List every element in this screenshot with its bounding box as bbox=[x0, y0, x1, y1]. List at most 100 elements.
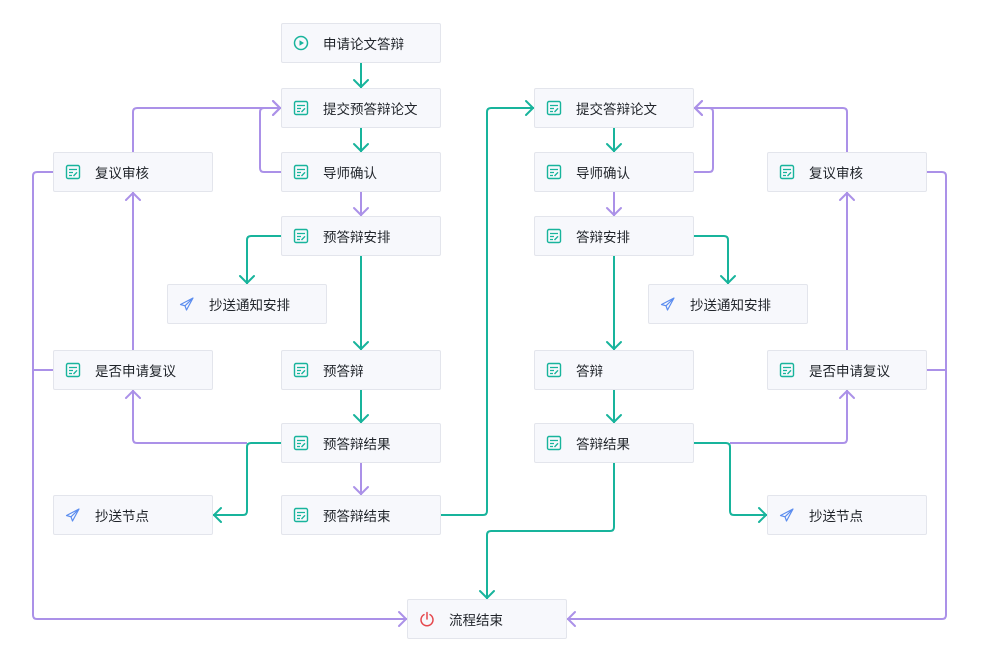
edge-review-apply-r-to-review-r-arrowhead bbox=[839, 192, 855, 201]
form-icon bbox=[293, 435, 309, 451]
node-review-apply-l[interactable]: 是否申请复议 bbox=[53, 350, 213, 390]
edge-arrange-to-cc-arrange[interactable] bbox=[694, 235, 729, 284]
form-icon bbox=[546, 228, 562, 244]
edge-submit-to-advisor-arrowhead bbox=[606, 143, 622, 152]
form-icon bbox=[293, 362, 309, 378]
edge-arrange-to-defense-arrowhead bbox=[606, 341, 622, 350]
node-submit[interactable]: 提交答辩论文 bbox=[534, 88, 694, 128]
edge-arrange-pre-to-pre-defense-arrowhead bbox=[353, 341, 369, 350]
edge-advisor-pre-to-arrange-pre-arrowhead bbox=[353, 207, 369, 216]
send-icon bbox=[65, 507, 81, 523]
power-icon bbox=[419, 611, 435, 627]
edge-advisor-pre-to-submit-pre[interactable] bbox=[259, 107, 281, 173]
edge-review-r-to-submit-arrowhead bbox=[694, 100, 703, 116]
edge-result-to-end[interactable] bbox=[486, 463, 615, 599]
play-circle-icon bbox=[293, 35, 309, 51]
send-icon bbox=[179, 296, 195, 312]
edge-review-apply-l-to-review-l-arrowhead bbox=[125, 192, 141, 201]
node-end[interactable]: 流程结束 bbox=[407, 599, 567, 639]
edge-arrange-pre-to-cc-arrange-pre[interactable] bbox=[246, 235, 281, 284]
form-icon bbox=[546, 164, 562, 180]
node-label: 抄送节点 bbox=[809, 509, 863, 525]
node-result[interactable]: 答辩结果 bbox=[534, 423, 694, 463]
node-advisor-pre[interactable]: 导师确认 bbox=[281, 152, 441, 192]
node-label: 是否申请复议 bbox=[809, 364, 890, 380]
form-icon bbox=[293, 100, 309, 116]
node-label: 流程结束 bbox=[449, 613, 503, 629]
send-icon bbox=[660, 296, 676, 312]
node-label: 预答辩结束 bbox=[323, 509, 391, 525]
node-label: 抄送节点 bbox=[95, 509, 149, 525]
node-label: 复议审核 bbox=[95, 166, 149, 182]
node-label: 是否申请复议 bbox=[95, 364, 176, 380]
edge-result-to-review-apply-r[interactable] bbox=[730, 390, 848, 444]
node-advisor[interactable]: 导师确认 bbox=[534, 152, 694, 192]
node-label: 预答辩 bbox=[323, 364, 364, 380]
edge-result-to-cc-node-r[interactable] bbox=[694, 442, 767, 516]
node-label: 抄送通知安排 bbox=[690, 298, 771, 314]
form-icon bbox=[65, 164, 81, 180]
node-arrange-pre[interactable]: 预答辩安排 bbox=[281, 216, 441, 256]
node-label: 答辩结果 bbox=[576, 437, 630, 453]
form-icon bbox=[546, 435, 562, 451]
form-icon bbox=[779, 362, 795, 378]
node-label: 申请论文答辩 bbox=[323, 37, 404, 53]
edge-result-to-review-apply-r-arrowhead bbox=[839, 390, 855, 399]
node-defense[interactable]: 答辩 bbox=[534, 350, 694, 390]
edge-pre-defense-to-pre-result-arrowhead bbox=[353, 414, 369, 423]
edge-pre-end-to-submit[interactable] bbox=[441, 107, 534, 516]
node-label: 导师确认 bbox=[576, 166, 630, 182]
edge-review-l-to-submit-pre[interactable] bbox=[132, 107, 281, 152]
edge-arrange-to-cc-arrange-arrowhead bbox=[720, 275, 736, 284]
node-label: 预答辩安排 bbox=[323, 230, 391, 246]
node-pre-result[interactable]: 预答辩结果 bbox=[281, 423, 441, 463]
node-label: 提交答辩论文 bbox=[576, 102, 657, 118]
edge-pre-result-to-review-apply-l[interactable] bbox=[132, 390, 247, 444]
form-icon bbox=[293, 164, 309, 180]
edge-pre-result-to-review-apply-l-arrowhead bbox=[125, 390, 141, 399]
node-arrange[interactable]: 答辩安排 bbox=[534, 216, 694, 256]
node-review-r[interactable]: 复议审核 bbox=[767, 152, 927, 192]
edge-review-r-to-end[interactable] bbox=[567, 171, 947, 620]
node-label: 答辩 bbox=[576, 364, 603, 380]
node-label: 答辩安排 bbox=[576, 230, 630, 246]
node-pre-defense[interactable]: 预答辩 bbox=[281, 350, 441, 390]
edge-review-r-to-end-arrowhead bbox=[567, 611, 576, 627]
node-label: 抄送通知安排 bbox=[209, 298, 290, 314]
send-icon bbox=[779, 507, 795, 523]
form-icon bbox=[293, 507, 309, 523]
edge-pre-end-to-submit-arrowhead bbox=[525, 100, 534, 116]
node-label: 复议审核 bbox=[809, 166, 863, 182]
form-icon bbox=[546, 100, 562, 116]
node-label: 预答辩结果 bbox=[323, 437, 391, 453]
form-icon bbox=[779, 164, 795, 180]
edge-result-to-end-arrowhead bbox=[479, 590, 495, 599]
edge-arrange-pre-to-cc-arrange-pre-arrowhead bbox=[239, 275, 255, 284]
form-icon bbox=[293, 228, 309, 244]
node-cc-arrange-pre[interactable]: 抄送通知安排 bbox=[167, 284, 327, 324]
node-pre-end[interactable]: 预答辩结束 bbox=[281, 495, 441, 535]
edge-start-to-submit-pre-arrowhead bbox=[353, 79, 369, 88]
edge-review-l-to-end[interactable] bbox=[32, 171, 407, 620]
edge-review-l-to-end-arrowhead bbox=[398, 611, 407, 627]
edge-result-to-cc-node-r-arrowhead bbox=[758, 507, 767, 523]
edge-pre-result-to-cc-node-l-arrowhead bbox=[213, 507, 222, 523]
node-review-apply-r[interactable]: 是否申请复议 bbox=[767, 350, 927, 390]
edge-review-l-to-submit-pre-arrowhead bbox=[272, 100, 281, 116]
edge-advisor-to-arrange-arrowhead bbox=[606, 207, 622, 216]
node-cc-arrange[interactable]: 抄送通知安排 bbox=[648, 284, 808, 324]
edge-review-r-to-submit[interactable] bbox=[694, 107, 848, 152]
form-icon bbox=[546, 362, 562, 378]
node-label: 提交预答辩论文 bbox=[323, 102, 418, 118]
node-review-l[interactable]: 复议审核 bbox=[53, 152, 213, 192]
node-cc-node-l[interactable]: 抄送节点 bbox=[53, 495, 213, 535]
node-start[interactable]: 申请论文答辩 bbox=[281, 23, 441, 63]
edge-pre-result-to-cc-node-l[interactable] bbox=[213, 442, 281, 516]
edge-advisor-to-submit[interactable] bbox=[694, 107, 714, 173]
node-submit-pre[interactable]: 提交预答辩论文 bbox=[281, 88, 441, 128]
edge-defense-to-result-arrowhead bbox=[606, 414, 622, 423]
edge-pre-result-to-pre-end-arrowhead bbox=[353, 486, 369, 495]
node-cc-node-r[interactable]: 抄送节点 bbox=[767, 495, 927, 535]
